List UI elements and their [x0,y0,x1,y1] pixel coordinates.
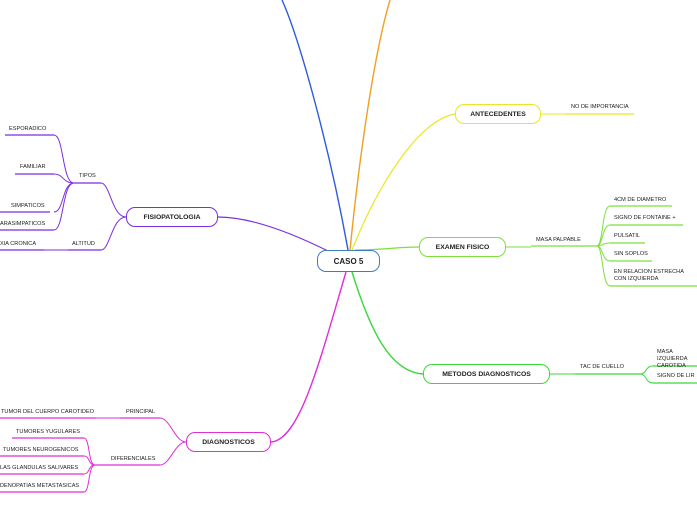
sub-diferenciales[interactable]: DIFERENCIALES [111,456,156,462]
leaf-masa-izquierda[interactable]: MASA IZQUIERDA CAROTIDA [657,349,688,369]
leaf-hipoxia-cronica[interactable]: XIA CRONICA [0,241,37,247]
leaf-underlines [0,113,697,493]
sub-tac-cuello[interactable]: TAC DE CUELLO [580,364,625,370]
branch-label: EXAMEN FISICO [435,243,490,251]
leaf-esporadico[interactable]: ESPORADICO [9,126,47,132]
root-label: CASO 5 [333,256,364,266]
leaf-pulsatil[interactable]: PULSATIL [614,233,641,239]
branch-label: DIAGNOSTICOS [202,438,255,446]
connector-tipos-leaf-3 [53,182,75,231]
leaf-sin-soplos[interactable]: SIN SOPLOS [614,251,648,257]
branch-metodos-diagnosticos[interactable]: METODOS DIAGNOSTICOS [423,364,550,384]
sub-principal[interactable]: PRINCIPAL [126,409,156,415]
branch-antecedentes[interactable]: ANTECEDENTES [455,104,541,124]
connector-tipos-leaf-1 [53,173,75,184]
connector-diagnosticos [270,271,347,443]
sub-altitud[interactable]: ALTITUD [72,241,95,247]
leaf-signo-lir[interactable]: SIGNO DE LIR [657,373,695,379]
branch-label: ANTECEDENTES [470,110,526,118]
leaf-familiar[interactable]: FAMILIAR [20,164,46,170]
sub-tipos[interactable]: TIPOS [79,173,96,179]
root-node-caso-5[interactable]: CASO 5 [317,250,380,272]
branch-label: FISIOPATOLOGIA [143,213,201,221]
connector-tipos-leaf-0 [53,134,75,184]
leaf-adenopatias[interactable]: DENOPATIAS METASTASICAS [0,483,80,489]
connectors [44,0,654,493]
connector-masa-izq [639,365,654,375]
branch-diagnosticos[interactable]: DIAGNOSTICOS [186,432,271,452]
connector-top-blue [281,0,349,251]
leaf-relacion-estrecha[interactable]: EN RELACION ESTRECHA CON IZQUIERDA [614,269,684,282]
leaf-simpaticos[interactable]: SIMPATICOS [11,203,45,209]
connector-examen-leaf-1 [596,224,611,247]
connector-fisiopatologia [217,216,331,253]
leaf-tumor-cuerpo-carotideo[interactable]: TUMOR DEL CUERPO CAROTIDEO [1,409,95,415]
connector-antecedentes [351,113,456,251]
leaf-4cm-diametro[interactable]: 4CM DE DIAMETRO [614,197,667,203]
leaf-tumores-neurogenicos[interactable]: TUMORES NEUROGENICOS [3,447,79,453]
branch-label: METODOS DIAGNOSTICOS [442,370,531,378]
connector-dif-leaf-3 [83,464,96,493]
connector-tipos-leaf-2 [53,182,75,213]
connector-tipos [100,182,127,218]
connector-diferenciales [159,441,187,466]
connector-metodos [351,271,424,375]
leaf-no-importancia[interactable]: NO DE IMPORTANCIA [571,104,629,110]
connector-dif-leaf-0 [83,437,96,466]
branch-examen-fisico[interactable]: EXAMEN FISICO [419,237,506,257]
connector-examen [354,246,420,251]
branch-fisiopatologia[interactable]: FISIOPATOLOGIA [126,207,218,227]
connector-signo-lir [639,373,654,384]
leaf-parasimpaticos[interactable]: ARASIMPATICOS [0,221,46,227]
connector-top-orange [349,0,391,251]
leaf-signo-fontaine[interactable]: SIGNO DE FONTAINE + [614,215,676,221]
connector-altitud [100,216,127,251]
sub-masa-palpable[interactable]: MASA PALPABLE [536,237,581,243]
connector-examen-leaf-4 [596,245,611,287]
leaf-tumores-yugulares[interactable]: TUMORES YUGULARES [16,429,80,435]
connector-principal [159,417,187,443]
leaf-glandulas-salivares[interactable]: LAS GLANDULAS SALIVARES [0,465,79,471]
